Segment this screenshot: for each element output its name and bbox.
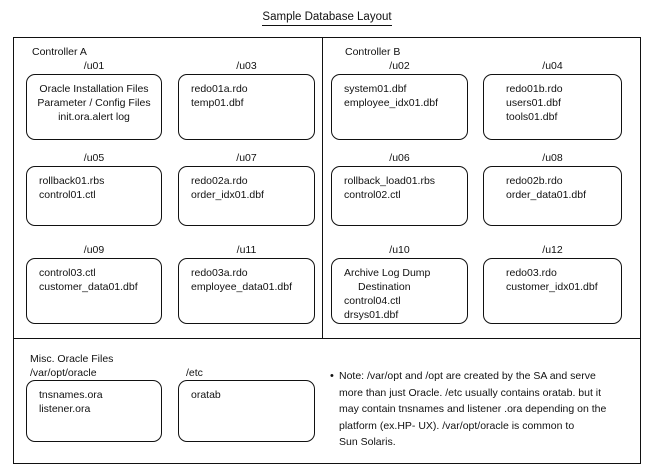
mount-group-u10: /u10 Archive Log Dump Destination contro… (331, 244, 468, 324)
mount-label-u12: /u12 (542, 244, 563, 256)
mount-label-u10: /u10 (389, 244, 410, 256)
mount-line: users01.dbf (506, 97, 561, 109)
mount-group-u02: /u02 system01.dbf employee_idx01.dbf (331, 60, 468, 140)
mount-group-etc: oratab (178, 380, 315, 442)
mount-line: tnsnames.ora (39, 389, 103, 401)
mount-box-u08[interactable]: redo02b.rdo order_data01.dbf (483, 166, 622, 226)
note-line: more than just Oracle. /etc usually cont… (339, 386, 602, 399)
mount-box-u03[interactable]: redo01a.rdo temp01.dbf (178, 74, 315, 140)
mount-label-u01: /u01 (83, 60, 105, 72)
mount-line: redo03a.rdo (191, 267, 248, 279)
mount-label-u02: /u02 (389, 60, 410, 72)
controller-vertical-divider (322, 38, 323, 338)
mount-label-u11: /u11 (236, 244, 257, 256)
mount-line: redo01a.rdo (191, 83, 248, 95)
misc-var-opt-oracle-label: /var/opt/oracle (30, 367, 97, 379)
mount-label-u04: /u04 (542, 60, 563, 72)
diagram-frame (13, 37, 641, 464)
mount-line: control03.ctl (39, 267, 96, 279)
mount-line: init.ora.alert log (58, 111, 130, 123)
mount-group-u11: /u11 redo03a.rdo employee_data01.dbf (178, 244, 315, 324)
page-title: Sample Database Layout (0, 11, 654, 26)
mount-line: rollback01.rbs (39, 175, 105, 187)
mount-box-u11[interactable]: redo03a.rdo employee_data01.dbf (178, 258, 315, 324)
mount-line: customer_idx01.dbf (506, 281, 598, 293)
mount-line: Destination (358, 281, 411, 293)
misc-section-horizontal-divider (14, 338, 640, 339)
mount-box-u10[interactable]: Archive Log Dump Destination control04.c… (331, 258, 468, 324)
mount-line: drsys01.dbf (344, 309, 399, 321)
misc-etc-label: /etc (186, 367, 203, 379)
mount-line: order_idx01.dbf (191, 189, 264, 201)
mount-line: oratab (191, 389, 221, 401)
mount-box-u05[interactable]: rollback01.rbs control01.ctl (26, 166, 162, 226)
page-title-text: Sample Database Layout (262, 11, 392, 26)
mount-label-u07: /u07 (236, 152, 257, 164)
mount-label-u03: /u03 (236, 60, 257, 72)
mount-label-u06: /u06 (389, 152, 410, 164)
mount-line: control04.ctl (344, 295, 401, 307)
mount-box-u02[interactable]: system01.dbf employee_idx01.dbf (331, 74, 468, 140)
mount-line: tools01.dbf (506, 111, 558, 123)
mount-line: Oracle Installation Files (39, 83, 149, 95)
mount-box-u07[interactable]: redo02a.rdo order_idx01.dbf (178, 166, 315, 226)
mount-line: Parameter / Config Files (37, 97, 151, 109)
mount-label-u08: /u08 (542, 152, 563, 164)
mount-line: redo03.rdo (506, 267, 557, 279)
mount-line: redo02a.rdo (191, 175, 248, 187)
note-block: • Note: /var/opt and /opt are created by… (330, 368, 640, 451)
mount-box-u12[interactable]: redo03.rdo customer_idx01.dbf (483, 258, 622, 324)
controller-a-label: Controller A (32, 46, 87, 58)
mount-box-u01[interactable]: Oracle Installation Files Parameter / Co… (26, 74, 162, 140)
mount-group-var-opt-oracle: tnsnames.ora listener.ora (26, 380, 162, 442)
mount-group-u06: /u06 rollback_load01.rbs control02.ctl (331, 152, 468, 226)
mount-group-u01: /u01 Oracle Installation Files Parameter… (26, 60, 162, 140)
mount-group-u04: /u04 redo01b.rdo users01.dbf tools01.dbf (483, 60, 622, 140)
mount-box-u09[interactable]: control03.ctl customer_data01.dbf (26, 258, 162, 324)
mount-box-etc[interactable]: oratab (178, 380, 315, 442)
mount-line: rollback_load01.rbs (344, 175, 436, 187)
bullet-icon: • (330, 370, 334, 382)
mount-line: system01.dbf (344, 83, 407, 95)
note-line: Sun Solaris. (339, 436, 396, 448)
mount-line: order_data01.dbf (506, 189, 586, 201)
mount-line: temp01.dbf (191, 97, 244, 109)
mount-line: control02.ctl (344, 189, 401, 201)
mount-label-u05: /u05 (83, 152, 105, 164)
note-line: platform (ex.HP- UX). /var/opt/oracle is… (339, 419, 575, 432)
mount-group-u03: /u03 redo01a.rdo temp01.dbf (178, 60, 315, 140)
mount-line: employee_data01.dbf (191, 281, 292, 293)
mount-group-u08: /u08 redo02b.rdo order_data01.dbf (483, 152, 622, 226)
note-line: Note: /var/opt and /opt are created by t… (339, 370, 596, 382)
mount-line: redo02b.rdo (506, 175, 563, 187)
mount-group-u07: /u07 redo02a.rdo order_idx01.dbf (178, 152, 315, 226)
mount-box-u06[interactable]: rollback_load01.rbs control02.ctl (331, 166, 468, 226)
note-line: may contain tnsnames and listener .ora d… (339, 403, 607, 415)
misc-oracle-files-heading: Misc. Oracle Files (30, 353, 114, 365)
mount-line: control01.ctl (39, 189, 96, 201)
mount-box-var-opt-oracle[interactable]: tnsnames.ora listener.ora (26, 380, 162, 442)
mount-line: redo01b.rdo (506, 83, 563, 95)
mount-line: listener.ora (39, 403, 91, 415)
mount-group-u09: /u09 control03.ctl customer_data01.dbf (26, 244, 162, 324)
mount-group-u05: /u05 rollback01.rbs control01.ctl (26, 152, 162, 226)
mount-line: Archive Log Dump (344, 267, 431, 279)
mount-line: employee_idx01.dbf (344, 97, 438, 109)
mount-group-u12: /u12 redo03.rdo customer_idx01.dbf (483, 244, 622, 324)
mount-line: customer_data01.dbf (39, 281, 138, 293)
mount-label-u09: /u09 (83, 244, 105, 256)
controller-b-label: Controller B (345, 46, 401, 58)
mount-box-u04[interactable]: redo01b.rdo users01.dbf tools01.dbf (483, 74, 622, 140)
